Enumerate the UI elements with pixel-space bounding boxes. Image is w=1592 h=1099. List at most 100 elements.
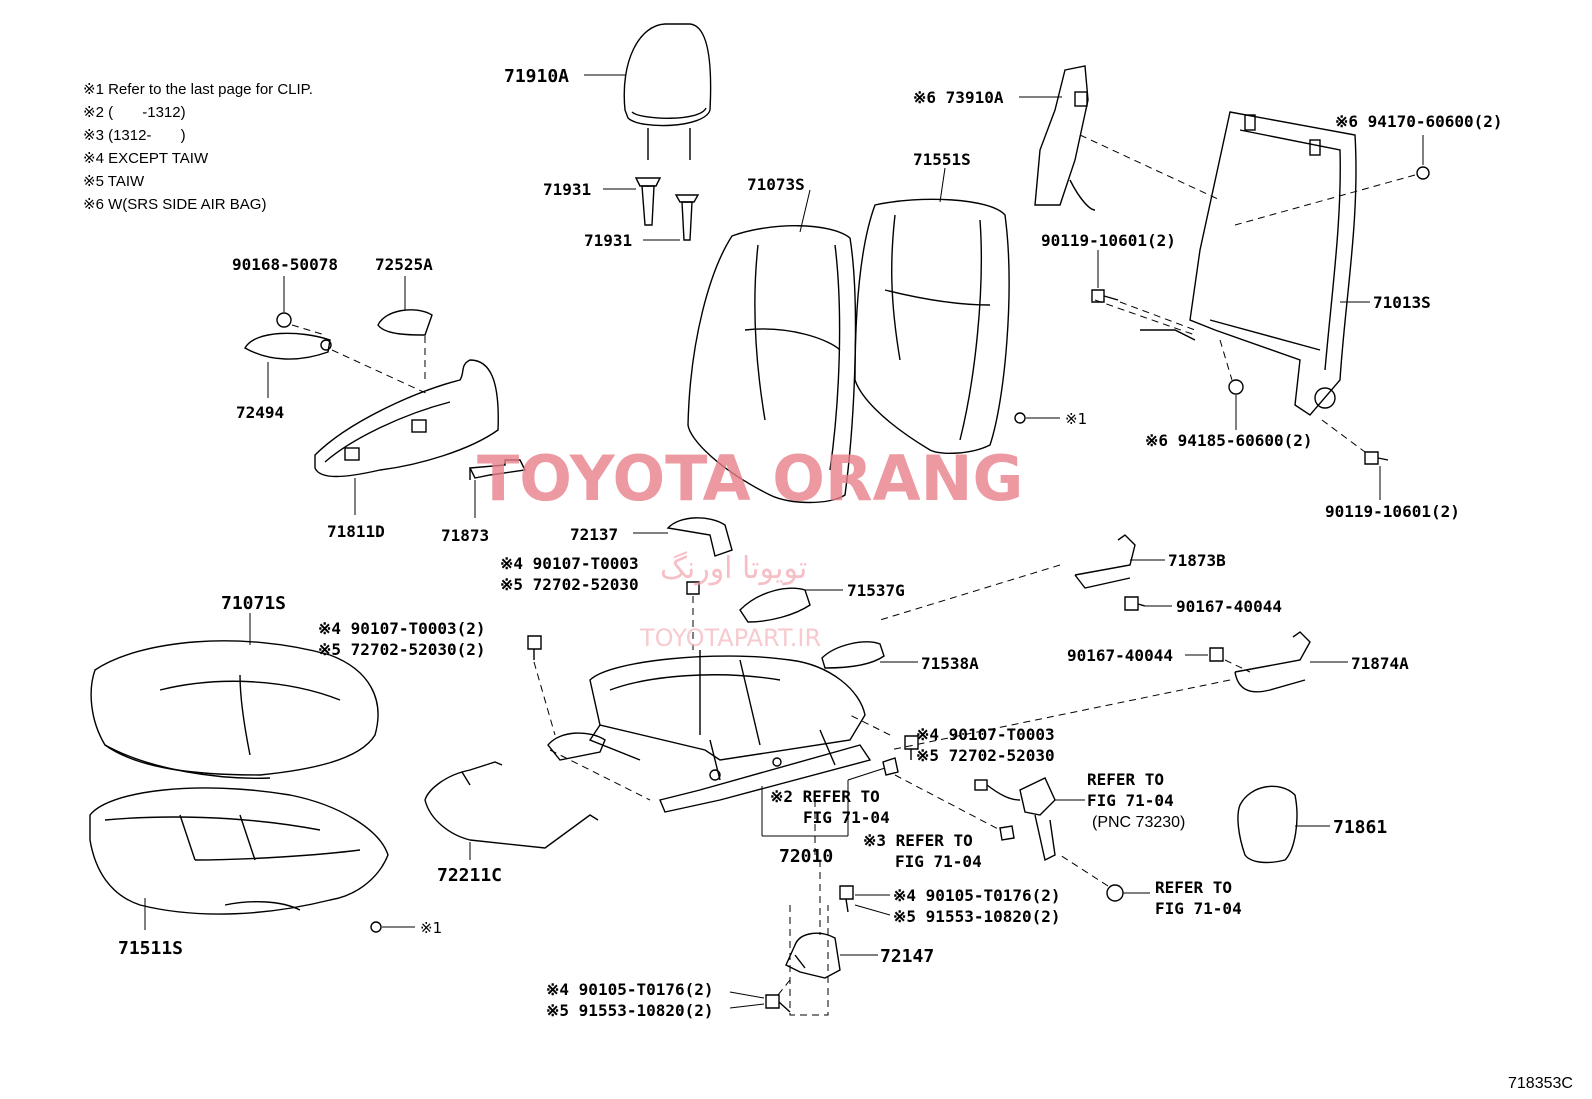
label-72494: 72494 [236,403,284,422]
connector-airbag [1079,134,1221,201]
label-71873: 71873 [441,526,489,545]
label-71073S: 71073S [747,175,805,194]
label-71931-b: 71931 [584,231,632,250]
label-90167-b: 90167-40044 [1067,646,1173,665]
seatback-cover-part [687,189,857,504]
label-71013S: 71013S [1373,293,1431,312]
label-71071S: 71071S [221,593,286,614]
headrest-part [584,23,712,160]
note-5: ※5 TAIW [83,173,145,190]
bolt-icon-90105-b [729,979,791,1013]
note-2: ※2 ( -1312) [83,104,186,121]
label-71874A: 71874A [1351,654,1409,673]
note-1: ※1 Refer to the last page for CLIP. [83,81,313,98]
seat-belt-buckle [974,777,1085,862]
seat-adjuster-72010 [547,650,872,813]
cover-72137 [633,517,733,557]
label-90107-c: ※4 90107-T0003 [916,725,1055,744]
clip-mark-1: ※1 [1065,410,1087,428]
label-71931-a: 71931 [543,180,591,199]
watermark-main: TOYOTA ORANG [477,442,1023,515]
notes-block: ※1 Refer to the last page for CLIP. ※2 (… [83,78,313,216]
label-72702-b: ※5 72702-52030(2) [318,640,486,659]
watermark-site: TOYOTAPART.IR [639,624,821,652]
bracket-71873B [879,534,1165,621]
label-90167-a: 90167-40044 [1176,597,1282,616]
seatback-pad-part [854,167,1010,454]
label-73910A: ※6 73910A [913,88,1004,107]
label-71873B: 71873B [1168,551,1226,570]
nut-icon-94170 [1234,135,1430,226]
bolt-icon-90167-b [1185,647,1251,673]
bolt-icon-90105-a [819,860,891,935]
label-90168: 90168-50078 [232,255,338,274]
ref-nut-line1: REFER TO [1155,878,1232,897]
bolt-icon-90167-a [1124,596,1172,611]
note-4: ※4 EXCEPT TAIW [83,150,209,167]
side-airbag-part [1019,65,1096,211]
label-72010: 72010 [779,846,833,867]
cover-72147 [785,905,878,1016]
label-72147: 72147 [880,946,934,967]
ref3-line1: ※3 REFER TO [863,831,973,850]
label-72137: 72137 [570,525,618,544]
label-72702-a: ※5 72702-52030 [500,575,639,594]
watermark-persian: تویوتا اورنگ [660,551,807,586]
ref3-line2: FIG 71-04 [895,852,982,871]
nut-icon-adjuster [882,757,1001,831]
label-90107-b: ※4 90107-T0003(2) [318,619,486,638]
ref2-line1: ※2 REFER TO [770,787,880,806]
clip-icon-1 [1014,412,1060,424]
label-90119-a: 90119-10601(2) [1041,231,1176,250]
label-72702-c: ※5 72702-52030 [916,746,1055,765]
cushion-pad-71511S [89,787,389,930]
seat-shield-71811D [314,359,499,515]
wire-72211C [424,761,599,860]
bolt-icon-90119-a [1091,250,1196,331]
label-71551S: 71551S [913,150,971,169]
ref-nut-line2: FIG 71-04 [1155,899,1242,918]
ref-belt-line3: (PNC 73230) [1092,814,1185,831]
clip-icon-2 [370,921,415,933]
cushion-cover-71071S [90,613,379,779]
bracket-71873 [468,459,527,518]
leader-72010 [761,767,886,837]
collar-icon [999,825,1015,841]
label-94170: ※6 94170-60600(2) [1335,112,1503,131]
label-71511S: 71511S [118,938,183,959]
label-71537G: 71537G [847,581,905,600]
screw-icon-90168 [276,276,326,336]
bolt-icon-90119-b [1321,419,1389,500]
label-71861: 71861 [1333,817,1387,838]
ref-belt-line1: REFER TO [1087,770,1164,789]
ref-belt-line2: FIG 71-04 [1087,791,1174,810]
label-91553-b: ※5 91553-10820(2) [546,1001,714,1020]
bracket-71874A [889,631,1348,751]
seatback-frame-part [1140,111,1370,416]
label-71910A: 71910A [504,66,569,87]
nut-icon-refer [1059,854,1150,902]
label-91553-a: ※5 91553-10820(2) [893,907,1061,926]
bolt-icon-90107-b [527,635,556,736]
note-6: ※6 W(SRS SIDE AIR BAG) [83,196,267,213]
label-90105-b: ※4 90105-T0176(2) [546,980,714,999]
label-72525A: 72525A [375,255,433,274]
label-90105-a: ※4 90105-T0176(2) [893,886,1061,905]
bolt-icon-90107-a [686,581,700,650]
figure-number: 718353C [1508,1075,1573,1092]
clip-mark-2: ※1 [420,919,442,937]
cover-71861 [1237,785,1330,864]
note-3: ※3 (1312- ) [83,127,186,144]
label-90107-a: ※4 90107-T0003 [500,554,639,573]
nut-icon-94185 [1219,339,1244,430]
label-71538A: 71538A [921,654,979,673]
cover-71537G [739,587,843,623]
label-72211C: 72211C [437,865,502,886]
cover-71538A [821,641,918,669]
lever-72494 [244,332,431,398]
ref2-line2: FIG 71-04 [803,808,890,827]
label-90119-b: 90119-10601(2) [1325,502,1460,521]
headrest-support-part [603,177,700,241]
bolt-icon-90107-c [849,714,919,760]
